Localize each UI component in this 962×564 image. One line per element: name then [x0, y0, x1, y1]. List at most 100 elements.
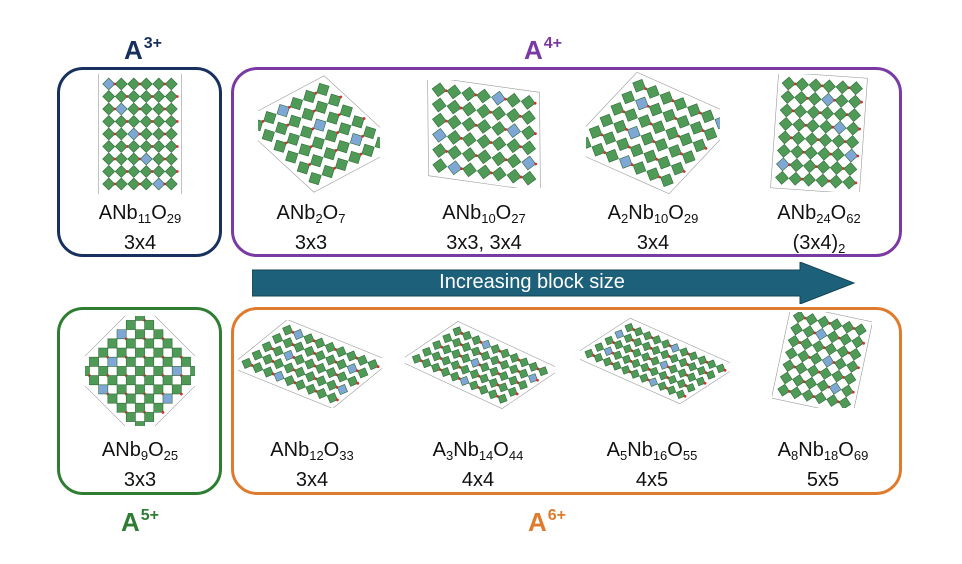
unit-cell	[580, 318, 730, 404]
octahedron	[602, 131, 617, 145]
tetrahedron	[102, 77, 116, 91]
octahedron	[632, 161, 647, 175]
octahedron	[706, 359, 717, 370]
block-size: (3x4)2	[777, 231, 860, 261]
octahedron	[441, 355, 451, 366]
octahedron	[127, 177, 141, 191]
formula-part: A	[270, 439, 284, 461]
octahedron	[631, 358, 641, 369]
formula-sub: 55	[682, 448, 698, 463]
octahedron	[822, 79, 836, 94]
header-a3: A3+	[124, 36, 162, 64]
oxygen-atom	[138, 107, 142, 111]
octahedron	[790, 144, 805, 159]
formula-part: O	[148, 439, 164, 461]
octahedron	[85, 366, 90, 376]
octahedron	[116, 402, 127, 413]
oxygen-atom	[175, 170, 179, 173]
octahedron	[304, 358, 316, 370]
octahedron	[642, 331, 653, 341]
octahedron	[102, 177, 116, 191]
header-a6-charge: 6+	[547, 507, 567, 524]
octahedron	[795, 77, 810, 92]
oxygen-atom	[600, 133, 604, 137]
oxygen-atom	[113, 107, 117, 111]
octahedron	[316, 388, 328, 400]
octahedron	[649, 366, 659, 377]
oxygen-atom	[175, 120, 179, 123]
octahedron	[632, 78, 646, 93]
octahedron	[777, 383, 790, 397]
octahedron	[696, 366, 707, 376]
octahedron	[164, 140, 178, 153]
octahedron	[139, 115, 153, 128]
octahedron	[662, 108, 677, 123]
octahedron	[471, 335, 482, 346]
octahedron	[450, 371, 460, 382]
caption-5: ANb24O62 (3x4)2	[777, 201, 860, 261]
octahedron	[508, 375, 519, 386]
octahedron	[152, 115, 166, 128]
unit-cell	[238, 320, 382, 408]
oxygen-atom	[125, 120, 129, 123]
octahedron	[812, 340, 825, 353]
octahedron	[836, 345, 850, 358]
oxygen-atom	[474, 93, 478, 97]
octahedron	[797, 349, 810, 363]
octahedron	[538, 366, 549, 377]
structure-3	[427, 80, 541, 188]
oxygen-atom	[175, 145, 179, 148]
octahedron	[642, 341, 652, 352]
octahedron	[689, 121, 704, 135]
octahedron	[114, 140, 128, 153]
formula-sub: 9	[140, 448, 149, 463]
octahedron	[506, 153, 522, 169]
octahedron	[591, 142, 606, 157]
octahedron	[816, 160, 831, 175]
oxygen-atom	[459, 136, 463, 140]
formula-part: A	[442, 202, 456, 224]
oxygen-atom	[698, 111, 702, 115]
octahedron	[675, 389, 686, 400]
octahedron	[301, 107, 315, 121]
formula-sub: 69	[853, 448, 869, 463]
octahedron	[816, 379, 830, 393]
octahedron	[431, 97, 447, 113]
formula-part: O	[323, 439, 340, 461]
octahedron	[834, 93, 849, 108]
formula: ANb9O25	[102, 438, 178, 468]
oxygen-atom	[682, 170, 686, 173]
tetrahedron	[614, 329, 625, 339]
octahedron	[697, 355, 708, 365]
structure-10	[772, 312, 872, 408]
caption-10: A8Nb18O69 5x5	[778, 438, 869, 493]
oxygen-atom	[533, 101, 537, 105]
octahedron	[681, 150, 696, 164]
octahedron	[838, 396, 852, 408]
oxygen-atom	[113, 182, 117, 186]
octahedron	[89, 375, 99, 386]
octahedron	[326, 379, 338, 391]
octahedron	[139, 77, 153, 91]
octahedron	[284, 375, 296, 387]
octahedron	[139, 90, 153, 103]
octahedron	[252, 362, 264, 374]
octahedron	[792, 117, 807, 132]
octahedron	[299, 125, 314, 139]
octahedron	[830, 147, 845, 162]
oxygen-atom	[625, 128, 628, 131]
caption-7: ANb12O33 3x4	[270, 438, 353, 493]
octahedron	[478, 384, 489, 395]
octahedron	[451, 348, 462, 359]
octahedron	[640, 132, 655, 146]
tetrahedron	[283, 349, 295, 361]
octahedron	[794, 362, 808, 375]
formula-sub: 10	[481, 211, 496, 226]
structure-6	[85, 316, 195, 426]
octahedron	[479, 362, 490, 373]
formula-part: O	[668, 202, 684, 224]
formula-part: O	[830, 202, 847, 224]
octahedron	[323, 147, 337, 161]
oxygen-atom	[683, 394, 687, 398]
octahedron	[114, 77, 128, 91]
